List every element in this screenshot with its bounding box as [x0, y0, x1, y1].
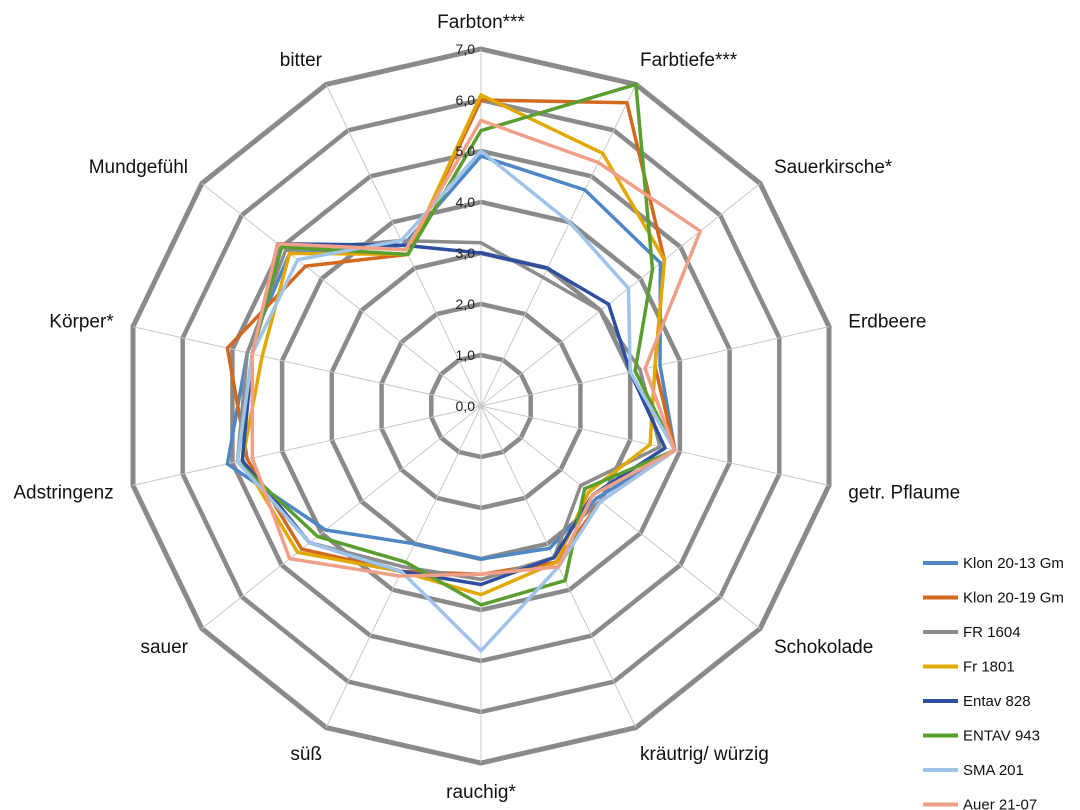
category-label-6: kräutrig/ würzig: [640, 744, 769, 765]
series-line-3: [240, 93, 667, 597]
spoke-11: [132, 326, 482, 407]
spoke-9: [201, 405, 482, 629]
legend: Klon 20-13 Gm Klon 20-19 Gm FR 1604 Fr 1801…: [923, 555, 1064, 810]
category-label-4: getr. Pflaume: [848, 483, 960, 504]
category-label-10: Adstringenz: [13, 483, 113, 504]
series-line-6: [235, 149, 677, 653]
legend-label-3: Fr 1801: [963, 659, 1015, 676]
category-label-2: Sauerkirsche*: [774, 157, 893, 178]
tick-label-1: 1,0: [456, 347, 476, 363]
tick-label-5: 5,0: [456, 143, 476, 159]
tick-label-4: 4,0: [456, 194, 476, 210]
series-line-4: [240, 242, 667, 587]
legend-label-0: Klon 20-13 Gm: [963, 555, 1064, 572]
category-label-11: Körper*: [49, 311, 114, 332]
series-line-2: [235, 238, 662, 582]
spoke-4: [480, 405, 830, 486]
tick-label-2: 2,0: [456, 296, 476, 312]
category-label-7: rauchig*: [446, 782, 516, 803]
spoke-1: [480, 84, 637, 407]
spoke-5: [480, 405, 761, 629]
tick-label-0: 0,0: [456, 398, 476, 414]
legend-label-4: Entav 828: [963, 693, 1031, 710]
tick-label-7: 7,0: [456, 41, 476, 57]
category-label-12: Mundgefühl: [89, 157, 188, 178]
legend-label-5: ENTAV 943: [963, 728, 1040, 745]
category-label-8: süß: [290, 744, 322, 765]
legend-label-6: SMA 201: [963, 762, 1024, 779]
radial-tick-labels: 0,0 1,0 2,0 3,0 4,0 5,0 6,0 7,0: [456, 41, 476, 414]
category-labels: Farbton*** Farbtiefe*** Sauerkirsche* Erdbe…: [13, 12, 960, 803]
legend-label-2: FR 1604: [963, 624, 1021, 641]
legend-label-7: Auer 21-07: [963, 797, 1037, 810]
spoke-2: [480, 183, 761, 407]
category-label-9: sauer: [140, 637, 188, 658]
legend-label-1: Klon 20-19 Gm: [963, 590, 1064, 607]
radar-series: [225, 82, 703, 653]
tick-label-3: 3,0: [456, 245, 476, 261]
series-line-7: [250, 118, 703, 578]
category-label-5: Schokolade: [774, 637, 873, 658]
tick-label-6: 6,0: [456, 92, 476, 108]
spoke-12: [201, 183, 482, 407]
spoke-10: [132, 405, 482, 486]
category-label-13: bitter: [280, 50, 323, 71]
category-label-0: Farbton***: [437, 12, 525, 33]
category-label-1: Farbtiefe***: [640, 50, 738, 71]
category-label-3: Erdbeere: [848, 311, 926, 332]
series-line-5: [235, 82, 677, 607]
